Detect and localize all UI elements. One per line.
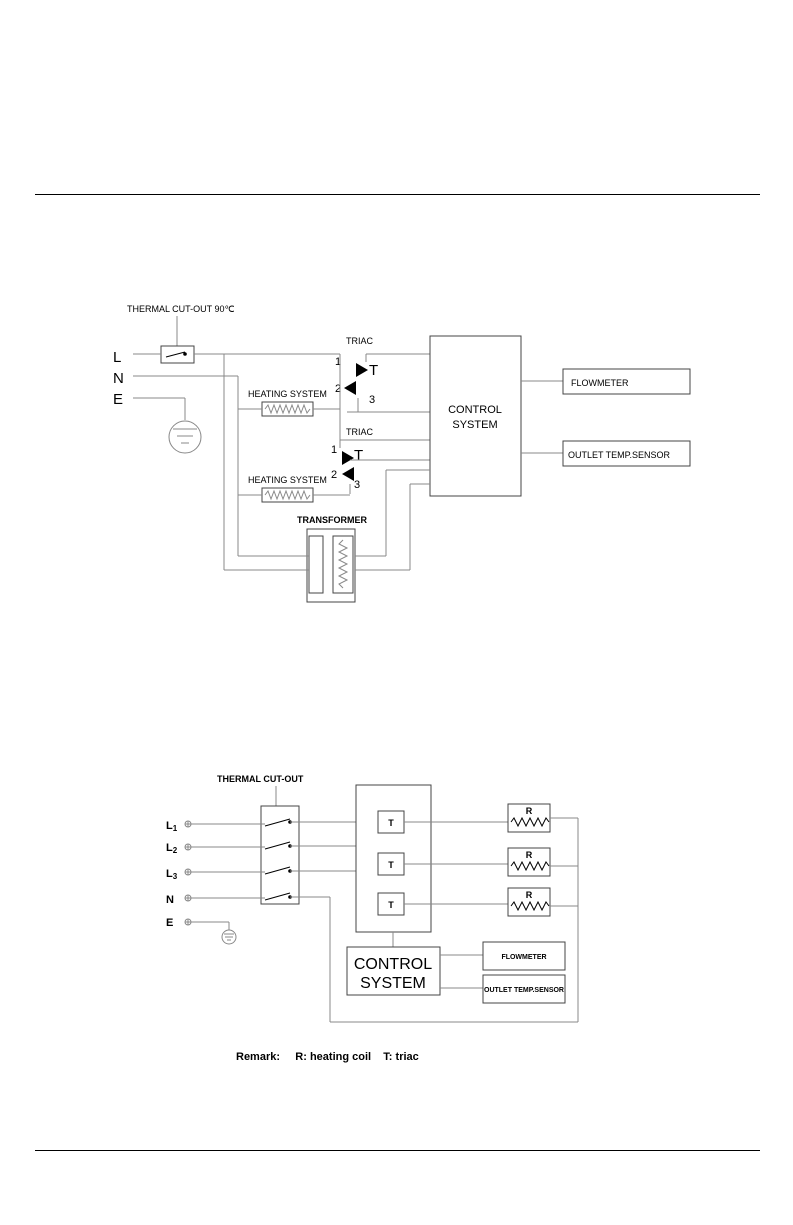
resistor-2: R xyxy=(508,848,550,876)
flowmeter-label-2: FLOWMETER xyxy=(501,954,546,961)
flowmeter-label: FLOWMETER xyxy=(571,378,629,388)
terminal-n-label: N xyxy=(113,370,124,387)
thermal-cutout-switch xyxy=(161,346,194,363)
triac-1-pin-t: T xyxy=(369,362,378,379)
terminal-e-label: E xyxy=(113,391,123,408)
control-system-box xyxy=(430,336,521,496)
svg-text:T: T xyxy=(388,860,394,870)
control-system-label-1-b: CONTROL xyxy=(354,956,432,973)
control-system-label-2: SYSTEM xyxy=(452,419,497,431)
diagram-single-phase: THERMAL CUT-OUT 90℃ L N E TRIAC 1 T 2 xyxy=(113,304,690,602)
svg-text:T: T xyxy=(388,900,394,910)
triac-1-label: TRIAC xyxy=(346,336,374,346)
transformer-label: TRANSFORMER xyxy=(297,515,367,525)
svg-text:R: R xyxy=(526,806,533,816)
terminal-l2-label: L2 xyxy=(166,842,178,855)
heating-system-2-label: HEATING SYSTEM xyxy=(248,475,327,485)
control-system-label-2-b: SYSTEM xyxy=(360,975,426,992)
terminal-n-label-2: N xyxy=(166,894,174,906)
control-system-label-1: CONTROL xyxy=(448,404,502,416)
triac-2-pin-3: 3 xyxy=(354,479,360,491)
diagram-three-phase: THERMAL CUT-OUT L1 L2 L3 N E xyxy=(166,774,578,1063)
terminal-l-label: L xyxy=(113,349,121,366)
svg-text:R: R xyxy=(526,850,533,860)
triac-2-symbol xyxy=(342,451,354,465)
triac-2-pin-1: 1 xyxy=(331,444,337,456)
terminal-e-label-2: E xyxy=(166,917,173,929)
thermal-cutout-label: THERMAL CUT-OUT 90℃ xyxy=(127,304,235,314)
triac-1-symbol xyxy=(356,363,368,377)
svg-text:T: T xyxy=(388,818,394,828)
thermal-cutout-switch-block xyxy=(261,806,299,904)
resistor-3: R xyxy=(508,888,550,916)
outlet-temp-sensor-label: OUTLET TEMP.SENSOR xyxy=(568,450,671,460)
thermal-cutout-label-2: THERMAL CUT-OUT xyxy=(217,774,304,784)
remark-text: Remark: R: heating coil T: triac xyxy=(236,1051,419,1063)
triac-2-pin-t: T xyxy=(354,447,363,464)
triac-2-label: TRIAC xyxy=(346,427,374,437)
earth-symbol-2 xyxy=(222,930,236,944)
triac-1-pin-3: 3 xyxy=(369,394,375,406)
heating-system-1-label: HEATING SYSTEM xyxy=(248,389,327,399)
terminal-l1-label: L1 xyxy=(166,820,178,833)
terminal-l3-label: L3 xyxy=(166,868,178,881)
resistor-1: R xyxy=(508,804,550,832)
svg-text:R: R xyxy=(526,890,533,900)
triac-2-pin-2: 2 xyxy=(331,469,337,481)
outlet-temp-sensor-label-2: OUTLET TEMP.SENSOR xyxy=(484,987,564,994)
earth-symbol xyxy=(169,421,201,453)
